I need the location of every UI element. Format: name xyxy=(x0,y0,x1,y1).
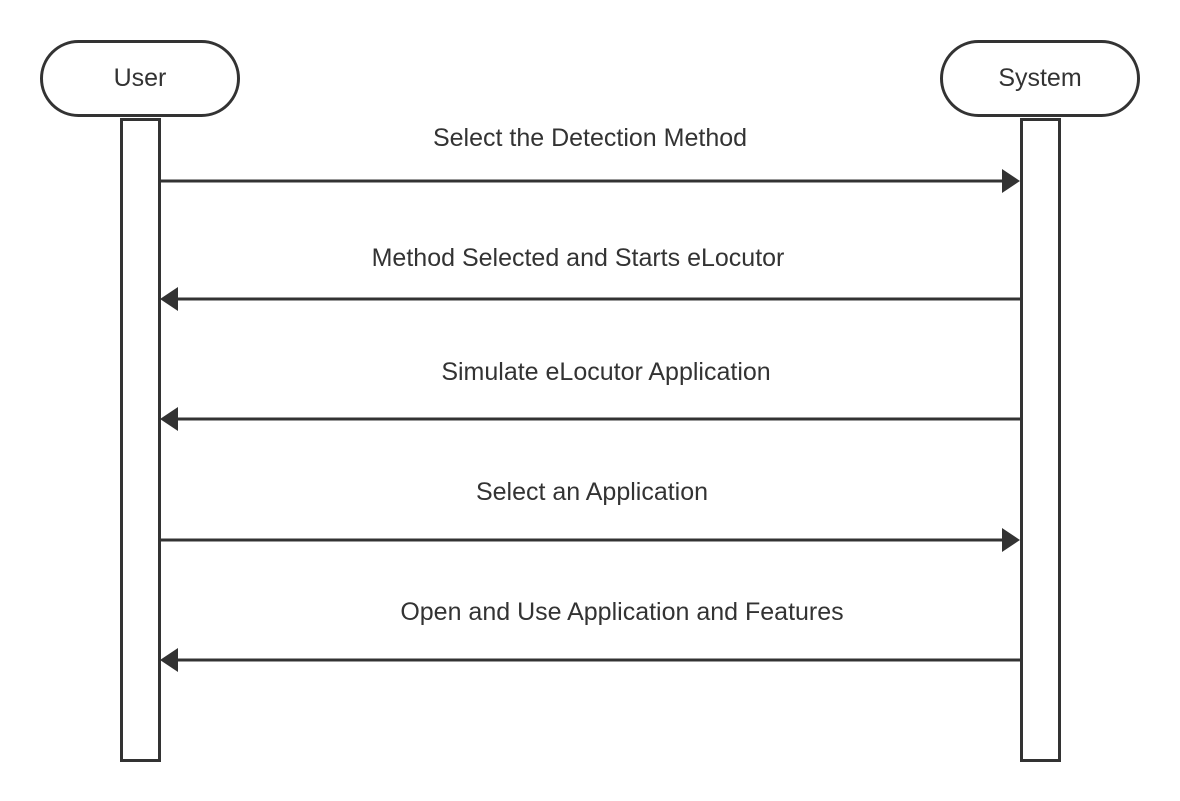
message-arrow-5 xyxy=(160,648,1020,672)
system-lifeline xyxy=(1020,118,1061,762)
message-arrow-2 xyxy=(160,287,1020,311)
system-actor: System xyxy=(940,40,1140,117)
message-arrow-1 xyxy=(158,169,1020,193)
message-label-1: Select the Detection Method xyxy=(432,124,748,152)
user-actor-label: User xyxy=(113,64,167,92)
message-label-3: Simulate eLocutor Application xyxy=(441,358,771,386)
message-label-2: Method Selected and Starts eLocutor xyxy=(371,244,785,272)
system-actor-label: System xyxy=(998,64,1082,92)
message-label-5: Open and Use Application and Features xyxy=(400,598,844,626)
user-lifeline xyxy=(120,118,161,762)
message-arrow-3 xyxy=(160,407,1020,431)
message-arrow-4 xyxy=(158,528,1020,552)
message-label-4: Select an Application xyxy=(475,478,709,506)
user-actor: User xyxy=(40,40,240,117)
